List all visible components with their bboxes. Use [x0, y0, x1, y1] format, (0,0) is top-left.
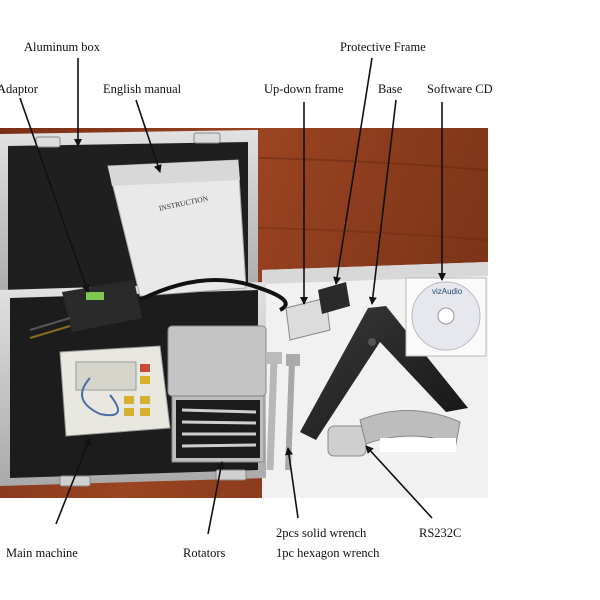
label-solid-wrench: 2pcs solid wrench — [276, 526, 367, 540]
base-photo — [300, 306, 468, 440]
label-protective-frame: Protective Frame — [340, 40, 426, 54]
label-english-manual: English manual — [103, 82, 182, 96]
label-aluminum-box: Aluminum box — [24, 40, 101, 54]
cd-label-text: vizAudio — [432, 287, 463, 296]
rs232c-photo — [327, 409, 461, 457]
label-rs232c: RS232C — [419, 526, 462, 540]
english-manual-photo — [107, 159, 247, 297]
software-cd-photo — [405, 277, 487, 357]
label-software-cd: Software CD — [427, 82, 493, 96]
main-machine-photo — [59, 345, 171, 437]
label-up-down-frame: Up-down frame — [264, 82, 344, 96]
rotators-box-photo — [167, 325, 267, 463]
adaptor-photo — [29, 278, 288, 339]
label-rotators: Rotators — [183, 546, 226, 560]
label-adaptor: Adaptor — [0, 82, 38, 96]
label-hexagon-wrench: 1pc hexagon wrench — [276, 546, 380, 560]
up-down-frame-photo — [285, 282, 350, 341]
label-base: Base — [378, 82, 403, 96]
label-main-machine: Main machine — [6, 546, 78, 560]
